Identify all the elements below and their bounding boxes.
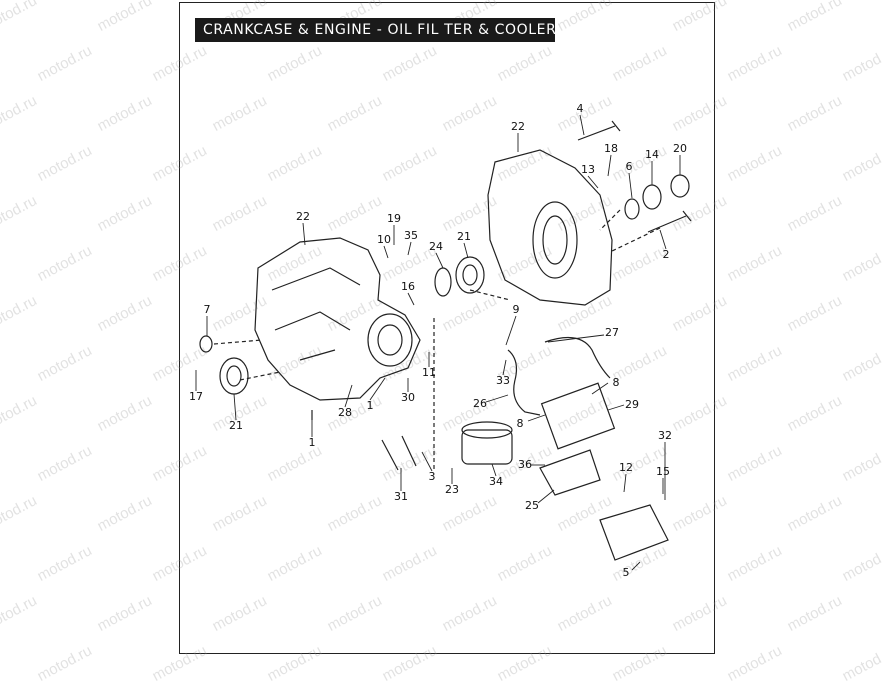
seal-7 (199, 335, 213, 353)
cover-32 (599, 504, 669, 561)
callout-leader-line (607, 154, 612, 177)
right-crankcase-half (487, 149, 613, 306)
retaining-ring-24 (434, 267, 452, 297)
main-bearing-bore (532, 201, 578, 279)
callout-leader-line (485, 394, 509, 403)
part-callout-13: 13 (581, 163, 595, 176)
oil-hose-27 (544, 336, 611, 379)
part-callout-10: 10 (377, 233, 391, 246)
part-callout-23: 23 (445, 483, 459, 496)
part-callout-19: 19 (387, 212, 401, 225)
callout-leader-line (527, 414, 546, 422)
seal-14 (642, 184, 662, 210)
part-callout-12: 12 (619, 461, 633, 474)
left-crankcase-half (254, 237, 421, 401)
main-bearing-left (219, 357, 249, 395)
part-callout-16: 16 (401, 280, 415, 293)
part-callout-29: 29 (625, 398, 639, 411)
callout-leader-line (628, 172, 633, 199)
callout-leader-line (491, 463, 497, 477)
callout-leader-line (607, 404, 625, 411)
callout-leader-line (383, 245, 389, 259)
part-callout-18: 18 (604, 142, 618, 155)
part-callout-3: 3 (429, 470, 436, 483)
part-callout-30: 30 (401, 391, 415, 404)
callout-leader-line (587, 175, 599, 189)
part-callout-21: 21 (457, 230, 471, 243)
part-callout-8: 8 (613, 376, 620, 389)
main-bearing-right (455, 256, 485, 294)
part-callout-33: 33 (496, 374, 510, 387)
callout-leader-line (369, 377, 386, 401)
part-callout-26: 26 (473, 397, 487, 410)
part-callout-7: 7 (204, 303, 211, 316)
callout-leader-line (421, 451, 433, 472)
part-callout-24: 24 (429, 240, 443, 253)
callout-leader-line (623, 473, 627, 493)
part-callout-21: 21 (229, 419, 243, 432)
callout-leader-line (502, 359, 507, 376)
part-callout-25: 25 (525, 499, 539, 512)
callout-leader-line (344, 384, 353, 408)
part-callout-15: 15 (656, 465, 670, 478)
part-callout-31: 31 (394, 490, 408, 503)
callout-leader-line (591, 382, 609, 395)
diagram-frame (179, 2, 715, 654)
diagram-title: CRANKCASE & ENGINE - OIL FIL TER & COOLE… (195, 18, 556, 42)
part-callout-2: 2 (663, 248, 670, 261)
part-callout-5: 5 (623, 566, 630, 579)
callout-leader-line (547, 334, 605, 343)
part-callout-34: 34 (489, 475, 503, 488)
callout-leader-line (435, 252, 444, 269)
bolt-2 (647, 210, 692, 233)
callout-leader-line (659, 229, 667, 250)
callout-leader-line (302, 222, 306, 246)
part-callout-27: 27 (605, 326, 619, 339)
cooler-bracket-25 (539, 449, 601, 496)
part-callout-9: 9 (513, 303, 520, 316)
part-callout-20: 20 (673, 142, 687, 155)
callout-leader-line (537, 489, 555, 504)
part-callout-35: 35 (404, 229, 418, 242)
part-callout-22: 22 (296, 210, 310, 223)
part-callout-4: 4 (577, 102, 584, 115)
part-callout-14: 14 (645, 148, 659, 161)
part-callout-8: 8 (517, 417, 524, 430)
oil-hose-26 (507, 349, 541, 416)
part-callout-32: 32 (658, 429, 672, 442)
callout-leader-line (463, 242, 469, 259)
part-callout-6: 6 (626, 160, 633, 173)
crankcase-bore (367, 313, 413, 367)
oil-cooler-29 (540, 382, 616, 450)
callout-leader-line (505, 315, 517, 346)
oil-filter-34 (461, 429, 513, 465)
part-callout-22: 22 (511, 120, 525, 133)
part-callout-28: 28 (338, 406, 352, 419)
bearing-sleeve-20 (670, 174, 690, 198)
callout-leader-line (631, 561, 641, 571)
callout-leader-line (579, 114, 585, 136)
callout-leader-line (407, 241, 412, 256)
callout-leader-line (407, 292, 415, 306)
part-callout-36: 36 (518, 458, 532, 471)
callout-leader-line (233, 393, 237, 421)
spacer-6 (624, 198, 640, 220)
part-callout-11: 11 (422, 366, 436, 379)
part-callout-1: 1 (367, 399, 374, 412)
part-callout-1: 1 (309, 436, 316, 449)
part-callout-17: 17 (189, 390, 203, 403)
dowel-pins-31 (381, 435, 417, 471)
bolt-4 (577, 120, 621, 141)
